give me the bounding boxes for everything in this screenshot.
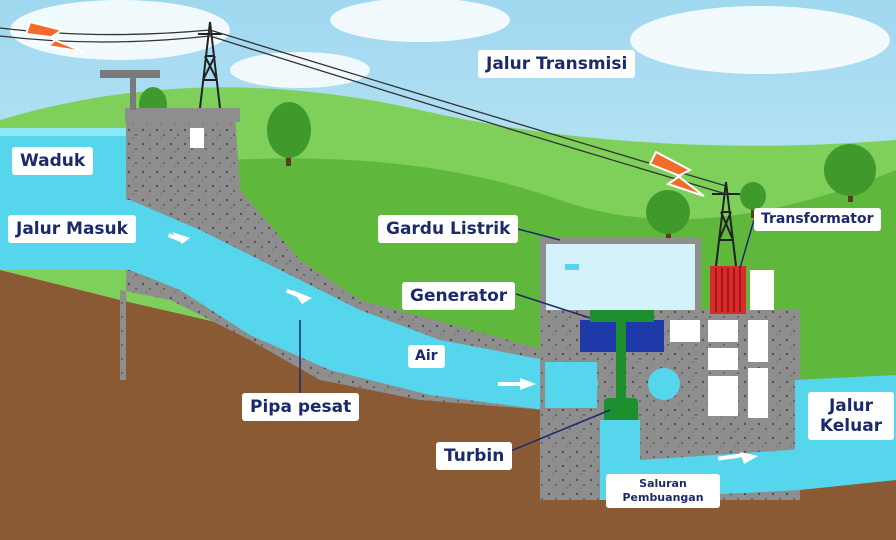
label-drain: Saluran Pembuangan [606, 474, 720, 508]
turbine-shaft [616, 320, 626, 400]
label-outlet: Jalur Keluar [808, 392, 894, 440]
label-transmission-line: Jalur Transmisi [478, 50, 635, 78]
crane-post [130, 78, 136, 110]
label-generator: Generator [402, 282, 515, 310]
label-transformer: Transformator [754, 208, 881, 231]
label-intake: Jalur Masuk [8, 215, 136, 243]
label-turbine: Turbin [436, 442, 512, 470]
powerhouse-roof [540, 238, 700, 244]
dam-window [190, 128, 204, 148]
reservoir-surface [0, 128, 130, 136]
label-water: Air [408, 345, 445, 368]
label-drain-line1: Saluran [612, 477, 714, 491]
label-reservoir: Waduk [12, 147, 93, 175]
label-penstock: Pipa pesat [242, 393, 359, 421]
dam-tower [125, 108, 240, 122]
label-outlet-line1: Jalur [816, 396, 886, 416]
label-outlet-line2: Keluar [816, 416, 886, 436]
crane-hook [565, 264, 579, 270]
label-drain-line2: Pembuangan [612, 491, 714, 505]
water-chamber-right [648, 368, 680, 400]
label-substation: Gardu Listrik [378, 215, 518, 243]
